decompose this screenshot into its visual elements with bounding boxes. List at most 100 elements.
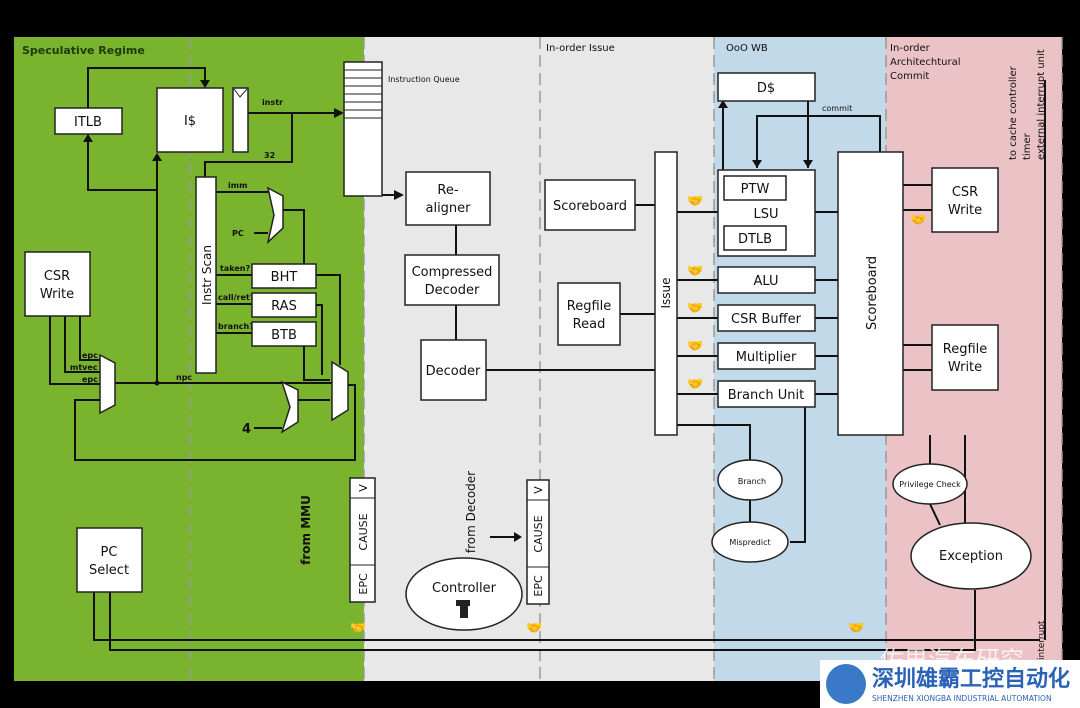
from-mmu-label: from MMU bbox=[299, 495, 313, 565]
bht-box bbox=[251, 263, 317, 289]
icache-box bbox=[156, 87, 224, 153]
scoreboard-commit-box bbox=[837, 151, 904, 436]
itlb-box bbox=[54, 107, 123, 135]
fetch-register bbox=[232, 87, 249, 153]
branch-unit-label: Branch Unit bbox=[728, 388, 804, 403]
multiplier-label: Multiplier bbox=[736, 350, 797, 365]
controller-label: Controller bbox=[432, 581, 497, 596]
side-label-cache: to cache controller bbox=[1008, 65, 1019, 160]
mux-imm bbox=[266, 186, 284, 245]
region-label-issue: In-order Issue bbox=[546, 43, 615, 54]
epc-label-2: epc bbox=[82, 375, 98, 384]
svg-text:EPC: EPC bbox=[532, 575, 545, 597]
svg-text:CAUSE: CAUSE bbox=[357, 513, 370, 550]
branch-label: branch? bbox=[218, 322, 254, 331]
side-label-timer: timer bbox=[1022, 132, 1033, 160]
svg-text:EPC: EPC bbox=[357, 573, 370, 595]
exception-ellipse bbox=[910, 522, 1032, 590]
handshake-icon: 🤝 bbox=[687, 301, 703, 316]
from-decoder-label: from Decoder bbox=[464, 471, 478, 553]
btb-label: BTB bbox=[271, 328, 297, 343]
company-logo bbox=[826, 664, 866, 704]
handshake-icon: 🤝 bbox=[848, 621, 864, 636]
branch-ellipse bbox=[717, 459, 783, 501]
ras-label: RAS bbox=[271, 299, 297, 314]
handshake-icon: 🤝 bbox=[526, 621, 542, 636]
realigner-box bbox=[405, 171, 491, 226]
company-name: 深圳雄霸工控自动化 bbox=[872, 666, 1070, 692]
callret-label: call/ret? bbox=[218, 293, 255, 302]
ptw-box bbox=[723, 175, 787, 201]
dcache-label: D$ bbox=[757, 81, 775, 96]
realigner-label: Re-aligner bbox=[425, 183, 471, 216]
ras-box bbox=[251, 292, 317, 318]
exc-register-mmu: V CAUSE EPC bbox=[349, 477, 376, 603]
commit-label: commit bbox=[822, 104, 852, 113]
issue-box bbox=[654, 151, 678, 436]
region-label-speculative: Speculative Regime bbox=[22, 44, 145, 57]
alu-label: ALU bbox=[753, 274, 778, 289]
scoreboard-issue-box bbox=[544, 179, 636, 231]
handshake-icon: 🤝 bbox=[687, 377, 703, 392]
compressed-decoder-box bbox=[404, 254, 500, 306]
branch-unit-box bbox=[717, 380, 816, 408]
instr-scan-label: Instr Scan bbox=[200, 245, 214, 305]
svg-text:V: V bbox=[357, 484, 370, 492]
decoder-label: Decoder bbox=[426, 364, 481, 379]
regfile-write-box bbox=[931, 324, 999, 391]
decoder-box bbox=[420, 339, 487, 401]
svg-text:CAUSE: CAUSE bbox=[532, 515, 545, 552]
csr-buffer-label: CSR Buffer bbox=[731, 312, 802, 327]
instr-scan-box bbox=[195, 176, 217, 374]
btb-box bbox=[251, 321, 317, 347]
mispredict-ellipse bbox=[711, 521, 789, 563]
bht-label: BHT bbox=[271, 270, 298, 285]
bus-width-label: 32 bbox=[264, 151, 275, 160]
dtlb-label: DTLB bbox=[738, 232, 772, 247]
mux-epc bbox=[99, 353, 116, 415]
handshake-icon: 🤝 bbox=[687, 264, 703, 279]
csr-write-left-box bbox=[24, 251, 91, 317]
handshake-icons: 🤝 🤝 🤝 🤝 🤝 🤝 🤝 🤝 🤝 bbox=[350, 194, 926, 636]
exception-label: Exception bbox=[939, 549, 1003, 564]
mtvec-label: mtvec bbox=[70, 363, 98, 372]
four-label: 4 bbox=[242, 422, 251, 437]
mux-npc bbox=[331, 360, 349, 422]
dcache-box bbox=[717, 72, 816, 102]
dtlb-box bbox=[723, 225, 787, 251]
mispredict-label: Mispredict bbox=[729, 538, 770, 547]
taken-label: taken? bbox=[220, 264, 250, 273]
regfile-read-box bbox=[557, 282, 621, 346]
company-name-en: SHENZHEN XIONGBA INDUSTRIAL AUTOMATION bbox=[872, 694, 1052, 703]
handshake-icon: 🤝 bbox=[350, 621, 366, 636]
itlb-label: ITLB bbox=[74, 115, 102, 130]
mux-pc4 bbox=[280, 380, 299, 434]
imm-label: imm bbox=[228, 181, 247, 190]
handshake-icon: 🤝 bbox=[687, 194, 703, 209]
branch-ellipse-label: Branch bbox=[738, 477, 766, 486]
pc-select-box bbox=[76, 527, 143, 593]
exc-register-decoder: V CAUSE EPC bbox=[526, 479, 550, 605]
pc-label: PC bbox=[232, 229, 244, 238]
npc-label: npc bbox=[176, 373, 192, 382]
scoreboard-issue-label: Scoreboard bbox=[553, 199, 627, 214]
interrupt-label: interrupt bbox=[1037, 620, 1047, 660]
privilege-check-ellipse bbox=[892, 463, 968, 505]
handshake-icon: 🤝 bbox=[910, 213, 926, 228]
instr-label: instr bbox=[262, 98, 283, 107]
instruction-queue bbox=[343, 61, 383, 197]
controller-ellipse bbox=[405, 557, 523, 631]
handshake-icon: 🤝 bbox=[687, 339, 703, 354]
epc-label-1: epc bbox=[82, 351, 98, 360]
side-label-interrupt: external interrupt unit bbox=[1036, 49, 1047, 160]
scoreboard-commit-label: Scoreboard bbox=[865, 256, 880, 330]
svg-text:V: V bbox=[532, 486, 545, 494]
